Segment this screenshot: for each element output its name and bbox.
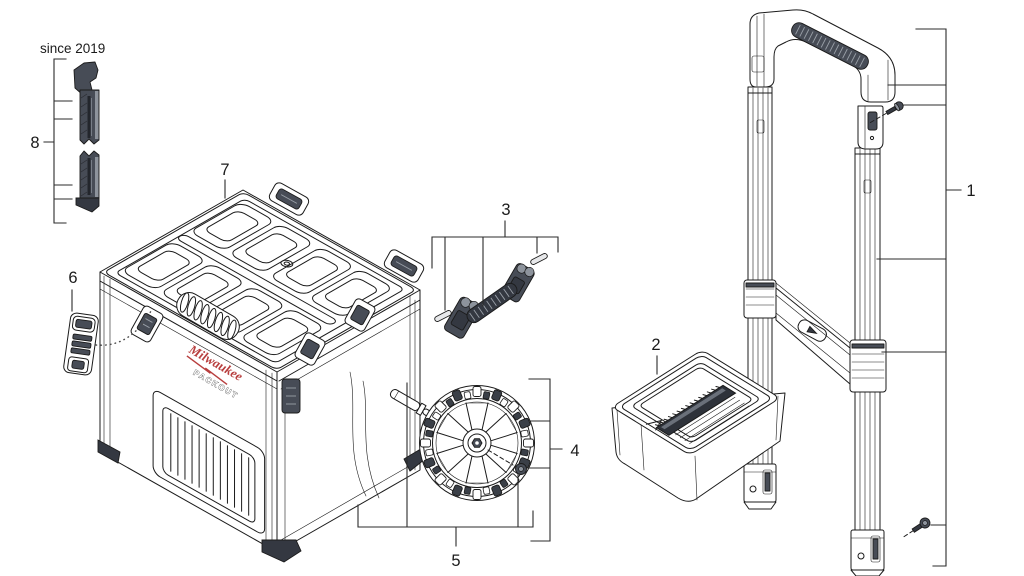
part-handle [434,253,548,339]
part-latch [63,310,152,376]
handle-mount-left [443,296,481,339]
label-part-5: 5 [451,552,460,570]
box-lid-latch-left [268,182,310,216]
cart-handle-grip [791,22,869,70]
box-corner-latch [281,378,301,414]
label-part-2: 2 [651,336,660,354]
cart-crossbar [743,279,887,393]
mount-rail-drawing [73,61,100,213]
callouts: 1 2 3 4 5 6 7 [68,28,976,570]
cart-handle-bar [749,9,896,150]
label-part-3: 3 [501,201,510,219]
axle-nut [515,463,527,475]
since-2019-note: since 2019 [40,41,105,56]
part-mount-rail: since 2019 8 [30,41,105,224]
part-cart-frame [743,9,931,576]
bracket-part-8 [43,58,73,224]
wheel [419,385,535,501]
box-front-latch [294,332,326,366]
box-front-latch-2 [344,298,376,332]
box-lid-latch-right [383,249,425,283]
lightning-bolt-icon [186,355,228,386]
cart-screw-top [869,101,904,123]
tote-tray-rim [612,350,780,455]
part-tote-tray [612,350,785,502]
latch-drawing [63,312,99,376]
label-part-4: 4 [570,442,579,460]
wheel-spokes [436,402,518,484]
handle-pin-left [434,310,452,322]
bracket-part-4 [526,378,563,542]
bracket-part-5 [357,382,534,547]
bracket-part-3 [431,220,559,311]
axle-axis-line [487,449,514,466]
box-side-latch-left [130,305,164,343]
label-part-7: 7 [220,161,229,179]
wheel-tread [420,386,534,500]
label-part-6: 6 [68,269,77,287]
handle-pin-right [530,253,548,265]
handle-grip [466,282,518,324]
cart-screw-bottom [901,517,931,539]
label-part-8: 8 [30,134,39,152]
box-front-panel [153,388,265,536]
box-grip-coil [176,292,240,340]
part-tool-box: Milwaukee PACKOUT [98,181,425,562]
label-part-1: 1 [966,182,975,200]
bracket-part-1 [876,28,962,567]
